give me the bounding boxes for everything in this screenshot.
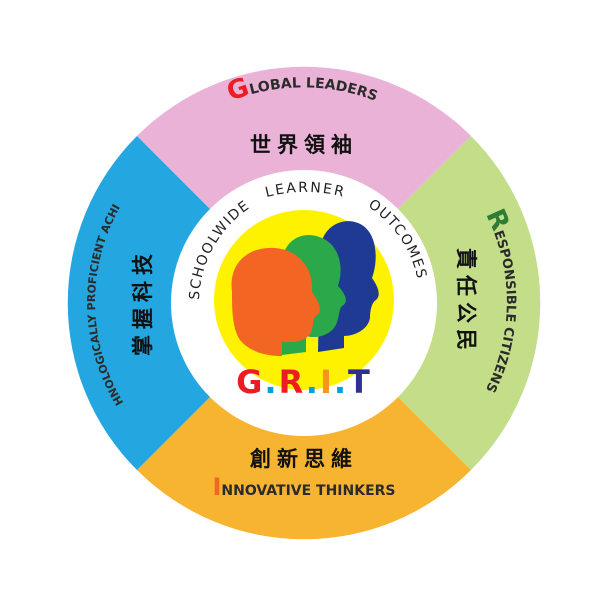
responsible-citizens-chinese: 責任公民 bbox=[454, 248, 479, 356]
global-leaders-chinese: 世界領袖 bbox=[250, 132, 358, 157]
ring-word-learner: LEARNER bbox=[264, 180, 346, 201]
acronym-dot: . bbox=[264, 363, 278, 401]
acronym-dot: . bbox=[334, 363, 348, 401]
acronym-letter-t: T bbox=[348, 363, 372, 401]
innovative-initial: I bbox=[212, 473, 221, 501]
technological-initial: T bbox=[0, 0, 9, 7]
head-orange-icon bbox=[231, 247, 320, 356]
technologically-proficient-chinese: 掌握科技 bbox=[130, 248, 155, 356]
innovative-rest: NNOVATIVE THINKERS bbox=[221, 483, 395, 499]
acronym-letter-g: G bbox=[236, 363, 264, 401]
acronym-grit: G.R.I.T bbox=[236, 363, 372, 401]
acronym-letter-i: I bbox=[320, 363, 334, 401]
svg-text:LEARNER: LEARNER bbox=[264, 180, 348, 201]
innovative-thinkers-chinese: 創新思維 bbox=[250, 446, 358, 471]
acronym-dot: . bbox=[306, 363, 320, 401]
heads-logo bbox=[231, 221, 379, 356]
innovative-thinkers-title: INNOVATIVE THINKERS bbox=[212, 473, 395, 501]
acronym-letter-r: R bbox=[279, 363, 306, 401]
